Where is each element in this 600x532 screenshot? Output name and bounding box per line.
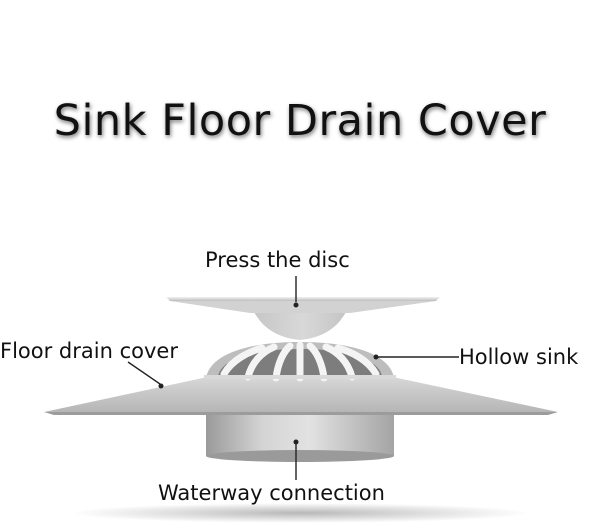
hollow-sink-label: Hollow sink bbox=[459, 345, 579, 369]
press-disc bbox=[166, 297, 440, 340]
page-title: Sink Floor Drain Cover bbox=[53, 96, 547, 146]
hollow-dome bbox=[204, 341, 396, 382]
floor-drain-plate bbox=[44, 376, 558, 415]
waterway-connection-label: Waterway connection bbox=[158, 481, 385, 505]
press-disc-label: Press the disc bbox=[205, 248, 350, 272]
ground-shadow bbox=[70, 503, 530, 523]
waterway-cylinder bbox=[206, 410, 394, 462]
floor-drain-cover-label: Floor drain cover bbox=[0, 339, 178, 363]
leader-lines bbox=[127, 276, 459, 480]
